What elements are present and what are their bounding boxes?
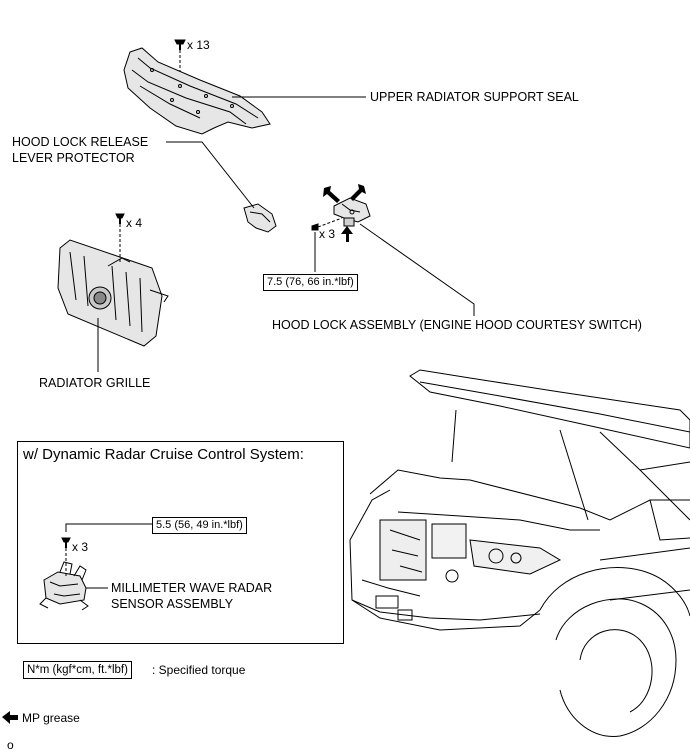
radar-sensor-part [39, 561, 89, 611]
upper-radiator-support-seal-label: UPPER RADIATOR SUPPORT SEAL [370, 90, 579, 104]
legend-grease-arrow-icon [2, 711, 18, 724]
grease-legend-text: MP grease [22, 711, 80, 725]
radar-sensor-label-line1: MILLIMETER WAVE RADAR [111, 581, 273, 595]
radar-sensor-label-line2: SENSOR ASSEMBLY [111, 597, 234, 611]
grille-clip-icon [115, 213, 125, 262]
mp-grease-arrow-icon [323, 184, 366, 242]
radiator-grille-label: RADIATOR GRILLE [39, 376, 151, 390]
lever-protector-label-line1: HOOD LOCK RELEASE [12, 135, 149, 149]
lever-protector-label-line2: LEVER PROTECTOR [12, 151, 135, 165]
radar-torque-leader-line [65, 523, 152, 532]
torque-legend-text: : Specified torque [152, 663, 246, 677]
figure-id: o [7, 738, 14, 752]
grille-clip-quantity: x 4 [126, 216, 143, 230]
hood-lock-assembly-part [333, 197, 371, 227]
radar-torque-spec: 5.5 (56, 49 in.*lbf) [152, 517, 247, 534]
radar-inset-box: w/ Dynamic Radar Cruise Control System: [17, 441, 344, 644]
radar-bolt-icon [61, 537, 71, 576]
upper-radiator-support-seal-part [123, 47, 271, 135]
torque-legend-symbol: N*m (kgf*cm, ft.*lbf) [23, 661, 132, 679]
vehicle-illustration [349, 369, 690, 737]
hood-lock-leader-line [359, 223, 475, 316]
seal-clip-icon [174, 39, 186, 72]
radar-bolt-quantity: x 3 [72, 540, 89, 554]
hood-lock-assembly-label: HOOD LOCK ASSEMBLY (ENGINE HOOD COURTESY… [272, 318, 642, 332]
hood-lock-bolt-icon [311, 217, 343, 231]
lever-protector-part [243, 203, 277, 233]
lever-protector-leader-line [166, 141, 255, 209]
hood-lock-bolt-quantity: x 3 [319, 227, 336, 241]
seal-clip-quantity: x 13 [187, 38, 210, 52]
radiator-grille-part [57, 239, 169, 347]
radar-inset-title: w/ Dynamic Radar Cruise Control System: [23, 446, 304, 463]
hood-lock-torque-spec: 7.5 (76, 66 in.*lbf) [263, 274, 358, 291]
